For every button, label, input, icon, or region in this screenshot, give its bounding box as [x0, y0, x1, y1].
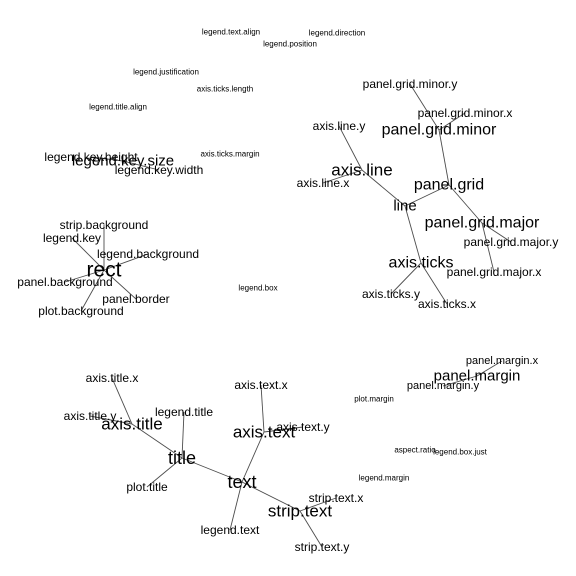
edge-axis-text-to-axis-text-y: [263, 426, 304, 433]
node-legend-direction: legend.direction: [309, 29, 365, 38]
edge-strip-text-to-strip-text-y: [299, 510, 323, 548]
node-axis-ticks-length: axis.ticks.length: [197, 85, 253, 94]
edge-line-to-axis-ticks: [404, 205, 422, 264]
edge-rect-to-panel-border: [103, 269, 137, 300]
node-legend-key-size: legend.key.size: [72, 153, 174, 170]
edge-rect-to-legend-key: [71, 237, 105, 271]
node-axis-line-y: axis.line.y: [313, 119, 366, 133]
node-legend-box: legend.box: [238, 284, 277, 293]
edge-line-to-axis-line: [361, 169, 406, 207]
node-legend-key-width: legend.key.width: [115, 163, 204, 177]
edge-axis-ticks-to-axis-ticks-y: [390, 262, 422, 295]
edge-axis-ticks-to-axis-ticks-x: [420, 262, 448, 305]
edge-text-to-strip-text: [241, 481, 301, 512]
node-axis-ticks-y: axis.ticks.y: [362, 287, 420, 301]
edge-legend-key-size-to-legend-key-width: [122, 160, 160, 171]
node-panel-grid-major-y: panel.grid.major.y: [464, 235, 559, 249]
edge-panel-grid-major-to-panel-grid-major-x: [481, 222, 495, 273]
node-legend-justification: legend.justification: [133, 68, 199, 77]
node-plot-title: plot.title: [126, 480, 168, 494]
node-axis-text: axis.text: [233, 423, 296, 442]
node-line: line: [393, 198, 416, 215]
edge-line-to-panel-grid: [404, 184, 450, 207]
node-legend-title-align: legend.title.align: [89, 103, 147, 112]
edge-axis-line-to-axis-line-x: [322, 169, 363, 184]
node-plot-background: plot.background: [38, 304, 123, 318]
edge-legend-key-size-to-legend-key-height: [90, 156, 124, 162]
edge-title-to-axis-title: [131, 423, 183, 459]
node-strip-text-x: strip.text.x: [309, 491, 364, 505]
edge-strip-text-to-strip-text-x: [299, 497, 337, 512]
node-panel-margin-y: panel.margin.y: [407, 380, 480, 392]
node-axis-title-x: axis.title.x: [86, 371, 139, 385]
node-title: title: [168, 448, 196, 468]
edge-axis-line-to-axis-line-y: [338, 125, 363, 171]
node-panel-grid-major-x: panel.grid.major.x: [447, 265, 542, 279]
node-panel-grid-major: panel.grid.major: [425, 215, 540, 232]
node-legend-margin: legend.margin: [359, 474, 410, 483]
node-legend-text: legend.text: [201, 523, 260, 537]
edge-layer: [64, 83, 512, 548]
node-rect: rect: [86, 259, 121, 282]
edge-title-to-plot-title: [146, 457, 183, 488]
edge-text-to-title: [181, 457, 243, 483]
edge-title-to-legend-title: [181, 411, 185, 459]
node-panel-background: panel.background: [17, 275, 112, 289]
node-axis-line: axis.line: [331, 161, 392, 180]
node-legend-key-height: legend.key.height: [44, 150, 138, 164]
edge-rect-to-panel-background: [64, 269, 105, 283]
edge-axis-title-to-axis-title-x: [111, 377, 133, 425]
edge-panel-grid-to-panel-grid-major: [448, 184, 483, 224]
edge-text-to-legend-text: [229, 481, 243, 531]
node-legend-box-just: legend.box.just: [433, 448, 488, 457]
edge-axis-text-to-axis-text-x: [260, 384, 265, 433]
node-panel-grid: panel.grid: [414, 177, 484, 194]
node-strip-background: strip.background: [60, 218, 149, 232]
node-legend-title: legend.title: [155, 405, 213, 419]
node-legend-position: legend.position: [263, 40, 317, 49]
node-axis-ticks: axis.ticks: [389, 255, 454, 272]
edge-panel-grid-to-panel-grid-minor: [438, 129, 450, 186]
node-panel-grid-minor: panel.grid.minor: [382, 122, 497, 139]
node-panel-margin: panel.margin: [434, 368, 521, 385]
node-aspect-ratio: aspect.ratio: [394, 446, 436, 455]
node-legend-background: legend.background: [97, 247, 199, 261]
edge-rect-to-plot-background: [80, 269, 105, 312]
node-axis-text-y: axis.text.y: [276, 420, 329, 434]
node-axis-title-y: axis.title.y: [64, 409, 117, 423]
node-strip-text-y: strip.text.y: [295, 540, 350, 554]
node-axis-ticks-x: axis.ticks.x: [418, 297, 476, 311]
node-panel-grid-minor-x: panel.grid.minor.x: [418, 106, 513, 120]
node-axis-text-x: axis.text.x: [234, 378, 287, 392]
node-plot-margin: plot.margin: [354, 395, 394, 404]
edge-panel-margin-to-panel-margin-x: [476, 360, 503, 377]
node-panel-border: panel.border: [102, 292, 169, 306]
node-legend-text-align: legend.text.align: [202, 28, 260, 37]
node-axis-title: axis.title: [101, 415, 162, 434]
edge-panel-grid-minor-to-panel-grid-minor-x: [438, 112, 466, 131]
node-panel-margin-x: panel.margin.x: [466, 355, 539, 367]
node-axis-ticks-margin: axis.ticks.margin: [200, 150, 259, 159]
edge-text-to-axis-text: [241, 431, 265, 483]
node-panel-grid-minor-y: panel.grid.minor.y: [363, 77, 458, 91]
node-legend-key: legend.key: [43, 231, 101, 245]
node-strip-text: strip.text: [268, 502, 333, 521]
node-text: text: [227, 472, 256, 492]
edge-rect-to-legend-background: [103, 253, 149, 271]
edge-panel-grid-major-to-panel-grid-major-y: [481, 222, 512, 243]
edge-axis-title-to-axis-title-y: [89, 415, 133, 425]
edge-panel-margin-to-panel-margin-y: [442, 375, 478, 387]
node-axis-line-x: axis.line.x: [297, 176, 350, 190]
edge-panel-grid-minor-to-panel-grid-minor-y: [409, 83, 440, 131]
